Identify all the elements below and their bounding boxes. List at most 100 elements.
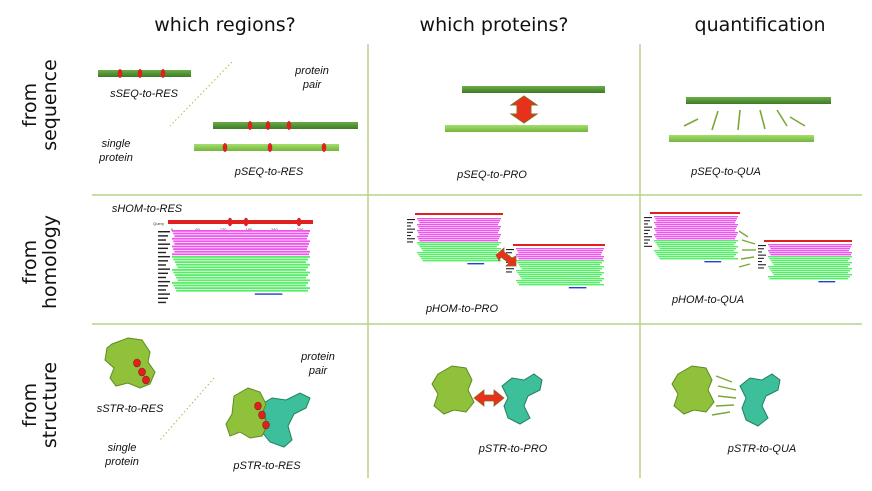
alignment-hit: [518, 252, 602, 254]
alignment-hit: [172, 230, 310, 232]
alignment-hit: [173, 284, 306, 287]
alignment-hit: [418, 244, 499, 246]
row-header-sequence: from sequence: [19, 59, 61, 151]
alignment-hit: [417, 242, 501, 244]
residue-markers-complex: [254, 401, 270, 430]
alignment-tick-label: 180: [245, 227, 252, 232]
label-pseq-to-res: pSEQ-to-RES: [234, 166, 304, 178]
protein-a-structure-complex: [225, 387, 269, 439]
alignment-hit: [174, 274, 308, 277]
alignment-hit: [768, 266, 848, 268]
alignment-hit: [177, 266, 308, 269]
alignment-hit: [518, 264, 600, 266]
alignment-hit: [407, 219, 415, 221]
alignment-hit: [655, 242, 736, 244]
alignment-hit: [158, 235, 168, 237]
alignment-hit: [172, 253, 309, 256]
alignment-hit: [407, 238, 415, 240]
alignment-hit: [644, 226, 652, 228]
alignment-hit: [419, 222, 499, 224]
row-header-structure: from structure: [19, 362, 61, 448]
alignment-hit: [506, 268, 514, 270]
alignment-hit: [772, 262, 852, 264]
alignment-hit: [158, 243, 170, 245]
protein-a-structure-pro: [431, 365, 475, 415]
alignment-hit: [407, 228, 415, 230]
protein-a-sequence-bar-qua: [686, 97, 831, 104]
alignment-hit: [704, 261, 722, 263]
alignment-hit: [516, 254, 601, 256]
alignment-hit: [467, 263, 485, 265]
protein-a-structure-qua: [671, 365, 715, 415]
alignment-hit: [407, 235, 411, 237]
svg-text:from: from: [19, 240, 41, 284]
label-sseq-to-res: sSEQ-to-RES: [110, 88, 179, 100]
alignment-hit: [419, 240, 498, 242]
pair-sequence-bar-top: [213, 121, 358, 130]
alignment-hit: [158, 251, 166, 254]
alignment-hit: [517, 256, 604, 258]
quantification-rays-sequence: [683, 109, 806, 131]
alignment-hit: [407, 225, 411, 227]
alignment-hit: [158, 260, 168, 262]
label-pstr-to-res: pSTR-to-RES: [232, 460, 301, 472]
alignment-hit: [173, 248, 307, 251]
alignment-hit: [177, 279, 310, 282]
alignment-hit: [158, 239, 166, 241]
label-phom-to-pro: pHOM-to-PRO: [425, 303, 499, 315]
alignment-tick-label: 240: [271, 227, 278, 232]
alignment-hit: [417, 236, 500, 238]
alignment-hit: [176, 289, 308, 292]
alignment-hit: [772, 272, 848, 274]
alignment-hit: [418, 232, 498, 234]
alignment-hit: [417, 224, 498, 226]
single-sequence-bar: [98, 69, 191, 78]
alignment-hit: [770, 248, 850, 250]
alignment-hit: [419, 234, 501, 236]
alignment-hit: [174, 235, 308, 238]
alignment-hit: [644, 220, 650, 222]
alignment-hit: [158, 231, 170, 233]
alignment-hit: [768, 244, 852, 246]
alignment-hit: [770, 270, 850, 272]
alignment-hit: [656, 244, 734, 246]
alignment-hit: [419, 246, 497, 248]
alignment-hit: [417, 218, 501, 220]
alignment-hit: [655, 218, 737, 220]
alignment-hit: [818, 281, 836, 283]
alignment-hit: [770, 260, 848, 262]
alignment-hit: [518, 284, 604, 286]
alignment-hit: [654, 222, 735, 224]
svg-text:sequence: sequence: [39, 59, 61, 151]
alignment-tick-label: 120: [220, 227, 227, 232]
alignment-hit: [758, 264, 766, 266]
alignment-hit: [656, 232, 738, 234]
alignment-hit: [173, 271, 310, 274]
svg-text:from: from: [19, 83, 41, 127]
svg-text:homology: homology: [39, 215, 61, 309]
alignment-hit: [654, 228, 736, 230]
alignment-hit: [158, 255, 170, 258]
residue-markers-single-structure: [133, 358, 150, 385]
alignment-hit: [518, 258, 603, 260]
alignment-hit: [656, 220, 736, 222]
alignment-hit: [517, 262, 602, 264]
quantification-rays-structure: [711, 375, 737, 416]
alignment-hit: [654, 216, 738, 218]
alignment-hit: [158, 264, 166, 266]
alignment-hit: [419, 228, 500, 230]
alignment-hit: [768, 276, 850, 278]
alignment-hit: [173, 240, 310, 243]
alignment-hit: [418, 220, 500, 222]
alignment-hit: [516, 280, 602, 282]
alignment-hit: [174, 287, 310, 290]
alignment-hit: [407, 222, 413, 224]
alignment-hit: [768, 250, 849, 252]
alignment-hit: [655, 224, 738, 226]
alignment-hit: [644, 223, 648, 225]
alignment-hit: [655, 252, 738, 254]
alignment-hit: [644, 239, 650, 241]
